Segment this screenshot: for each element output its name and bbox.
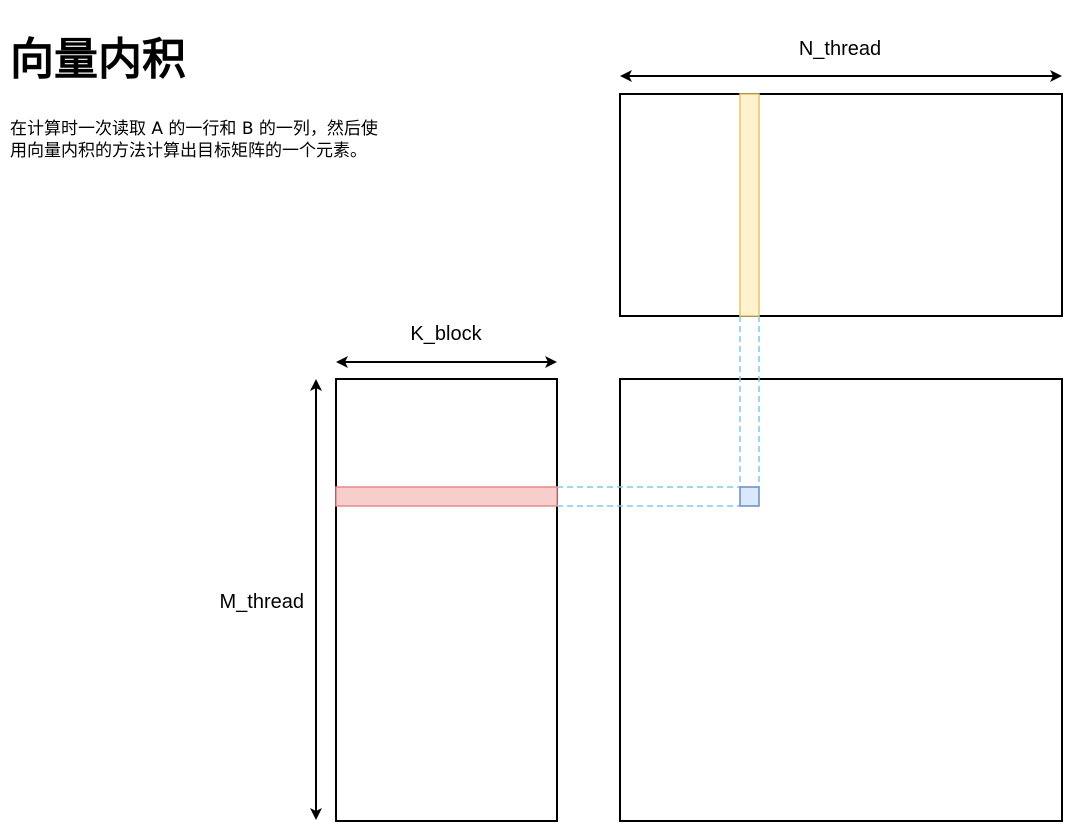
k-dimension-label: K_block: [410, 323, 482, 345]
matrix-a: [335, 378, 558, 822]
m-dimension-label: M_thread: [220, 591, 305, 613]
description-line-2: 用向量内积的方法计算出目标矩阵的一个元素。: [10, 141, 367, 161]
matrix-a-row-highlight: [335, 486, 558, 507]
matrix-c-target-element: [739, 486, 760, 507]
matrix-c: [619, 378, 1063, 822]
description-line-1: 在计算时一次读取 A 的一行和 B 的一列，然后使: [10, 119, 378, 139]
description: 在计算时一次读取 A 的一行和 B 的一列，然后使 用向量内积的方法计算出目标矩…: [10, 118, 500, 162]
page-title: 向量内积: [10, 34, 186, 85]
matrix-b: [619, 93, 1063, 317]
matrix-b-column-highlight: [739, 93, 760, 317]
n-dimension-label: N_thread: [799, 38, 881, 60]
